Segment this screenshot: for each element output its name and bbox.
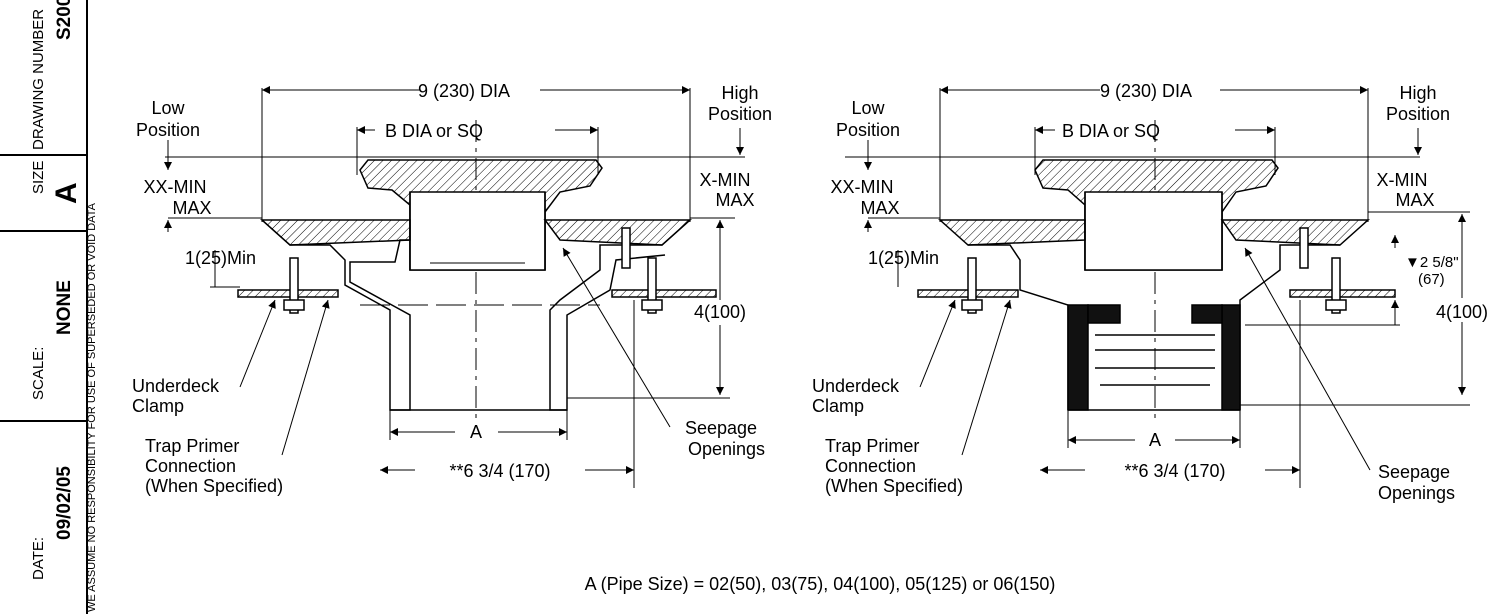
right-underdeck-label-2: Clamp (812, 396, 864, 416)
right-dia-label: 9 (230) DIA (1100, 81, 1192, 101)
left-xmin-max: MAX (715, 190, 754, 210)
right-6-label: **6 3/4 (170) (1124, 461, 1225, 481)
right-seepage-label-2: Openings (1378, 483, 1455, 503)
right-4-label: 4(100) (1436, 302, 1488, 322)
title-block-divider (0, 230, 86, 232)
right-trap-label: Trap Primer (825, 436, 919, 456)
left-high-label: High (721, 83, 758, 103)
left-low-label-2: Position (136, 120, 200, 140)
right-258-mm-label: (67) (1418, 271, 1445, 288)
right-high-label: High (1399, 83, 1436, 103)
right-bdia-label: B DIA or SQ (1062, 121, 1160, 141)
pipe-size-footnote: A (Pipe Size) = 02(50), 03(75), 04(100),… (585, 574, 1056, 594)
right-xxmin-label: XX-MIN (831, 177, 894, 197)
right-underdeck-label: Underdeck (812, 376, 900, 396)
right-high-label-2: Position (1386, 104, 1450, 124)
left-xxmin-label: XX-MIN (144, 177, 207, 197)
right-258-label: ▼2 5/8" (1405, 254, 1459, 271)
left-a-label: A (470, 422, 482, 442)
left-underdeck-label: Underdeck (132, 376, 220, 396)
right-low-label-2: Position (836, 120, 900, 140)
right-drain-view (917, 120, 1396, 420)
left-dia-label: 9 (230) DIA (418, 81, 510, 101)
left-trap-label-3: (When Specified) (145, 476, 283, 496)
left-drain-view (237, 120, 717, 420)
right-xxmin-max: MAX (860, 198, 899, 218)
left-low-label: Low (151, 98, 185, 118)
left-seepage-label: Seepage (685, 418, 757, 438)
left-trap-label: Trap Primer (145, 436, 239, 456)
left-bdia-label: B DIA or SQ (385, 121, 483, 141)
left-seepage-label-2: Openings (688, 439, 765, 459)
title-block-divider (0, 420, 86, 422)
right-a-label: A (1149, 430, 1161, 450)
left-underdeck-label-2: Clamp (132, 396, 184, 416)
right-trap-label-2: Connection (825, 456, 916, 476)
right-low-label: Low (851, 98, 885, 118)
left-xxmin-max: MAX (172, 198, 211, 218)
left-high-label-2: Position (708, 104, 772, 124)
right-min25-label: 1(25)Min (868, 248, 939, 268)
left-trap-label-2: Connection (145, 456, 236, 476)
right-trap-label-3: (When Specified) (825, 476, 963, 496)
left-6-label: **6 3/4 (170) (449, 461, 550, 481)
left-4-label: 4(100) (694, 302, 746, 322)
left-min25-label: 1(25)Min (185, 248, 256, 268)
right-xmin-label: X-MIN (1377, 170, 1428, 190)
title-block-divider (0, 154, 86, 156)
left-xmin-label: X-MIN (700, 170, 751, 190)
right-seepage-label: Seepage (1378, 462, 1450, 482)
title-block: DRAWING NUMBER S200 SIZE A SCALE: NONE D… (0, 0, 88, 614)
right-xmin-max: MAX (1395, 190, 1434, 210)
